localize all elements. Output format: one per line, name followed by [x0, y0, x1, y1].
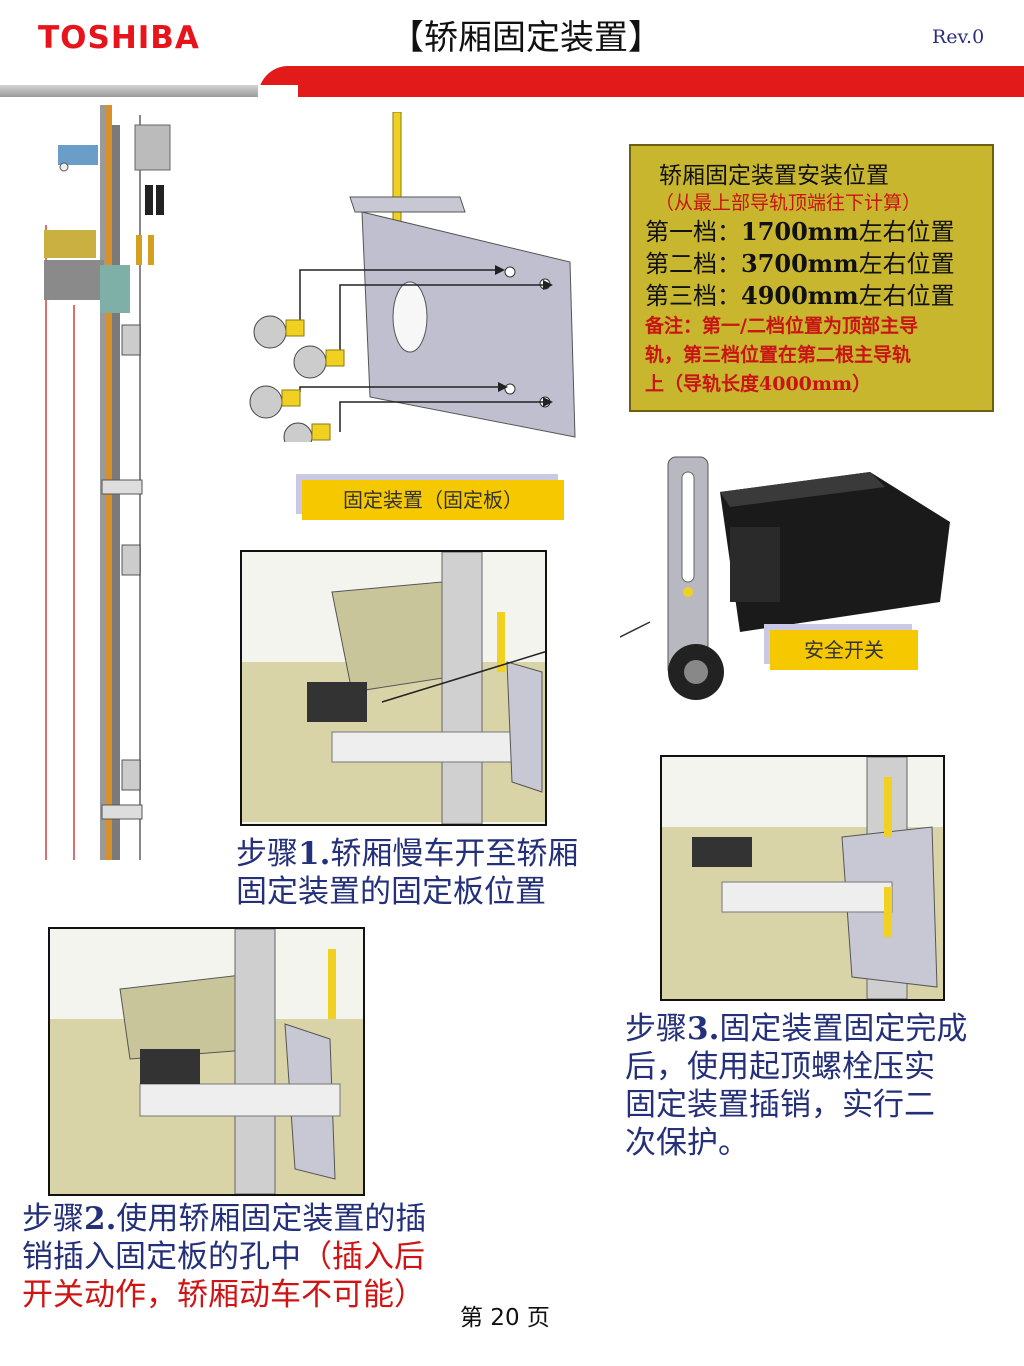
install-position-heading: 轿厢固定装置安装位置	[659, 163, 889, 189]
step2-figure	[48, 927, 365, 1196]
step3-caption: 步骤3.固定装置固定完成 后，使用起顶螺栓压实 固定装置插销，实行二 次保护。	[625, 1011, 968, 1161]
install-position-subheading: （从最上部导轨顶端往下计算）	[655, 192, 922, 214]
install-note-line-3: 上（导轨长度4000mm）	[645, 373, 872, 395]
step1-figure	[240, 550, 547, 826]
elevator-shaft-illustration	[44, 105, 171, 860]
install-note-line-2: 轨，第三档位置在第二根主导轨	[645, 344, 912, 366]
step3-figure	[660, 755, 945, 1001]
toshiba-logo: TOSHIBA	[38, 20, 200, 56]
page-number: 第 20 页	[460, 1305, 550, 1331]
install-position-box: 轿厢固定装置安装位置 （从最上部导轨顶端往下计算） 第一档：1700mm左右位置…	[629, 144, 994, 412]
step2-caption: 步骤2.使用轿厢固定装置的插 销插入固定板的孔中（插入后 开关动作，轿厢动车不可…	[22, 1201, 427, 1313]
install-note-line-1: 备注：第一/二档位置为顶部主导	[645, 315, 918, 337]
position-row-1: 第一档：1700mm左右位置	[645, 217, 955, 246]
fixing-plate-illustration	[249, 112, 576, 442]
fixing-plate-label: 固定装置（固定板）	[302, 480, 564, 520]
header-red-bar	[258, 66, 1024, 97]
position-row-3: 第三档：4900mm左右位置	[645, 281, 955, 310]
revision-label: Rev.0	[932, 26, 985, 48]
safety-switch-illustration	[620, 456, 950, 700]
step1-caption: 步骤1.轿厢慢车开至轿厢 固定装置的固定板位置	[236, 836, 579, 910]
position-row-2: 第二档：3700mm左右位置	[645, 249, 955, 278]
page-title: 【轿厢固定装置】	[390, 18, 662, 58]
header-grey-bar	[0, 85, 260, 97]
safety-switch-label: 安全开关	[770, 630, 918, 670]
header-bar-gap	[258, 85, 298, 97]
